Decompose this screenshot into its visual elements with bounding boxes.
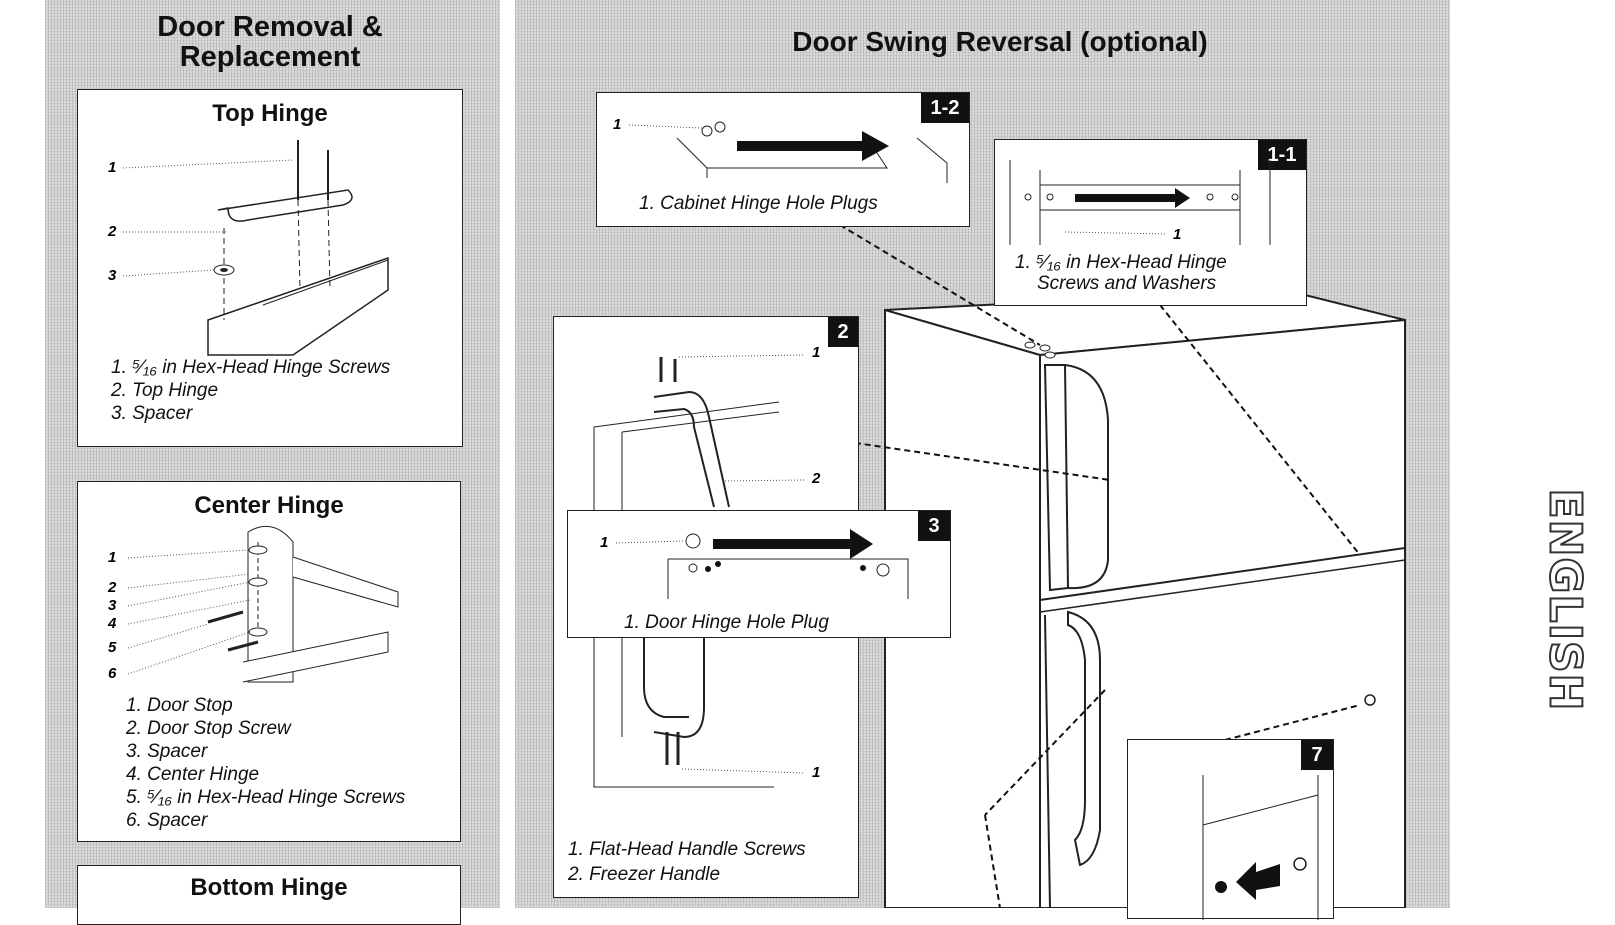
door-removal-title-line1: Door Removal & xyxy=(157,11,383,43)
step-2-badge: 2 xyxy=(828,317,858,347)
freezer-handle-callout-2: 2 xyxy=(811,470,821,487)
step-2-legend: 1. Flat-Head Handle Screws 2. Freezer Ha… xyxy=(568,837,806,887)
top-hinge-legend-item: 3. Spacer xyxy=(111,403,193,424)
top-hinge-callout-2: 2 xyxy=(107,223,117,240)
door-removal-title: Door Removal & Replacement xyxy=(95,12,445,72)
step-1-2-box: 1-2 1 1. Cabinet Hinge Hole Plugs xyxy=(596,92,970,227)
center-hinge-callout-4: 4 xyxy=(107,615,117,632)
center-hinge-legend: 1. Door Stop 2. Door Stop Screw 3. Space… xyxy=(126,694,405,832)
center-hinge-callout-1: 1 xyxy=(108,549,116,566)
step-2-legend-item: 2. Freezer Handle xyxy=(568,864,721,885)
top-hinge-legend-item: 1. ⁵⁄₁₆ in Hex-Head Hinge Screws xyxy=(111,357,391,378)
top-hinge-callout-3: 3 xyxy=(108,267,117,284)
top-hinge-box: Top Hinge 1 2 3 1. ⁵⁄₁₆ in Hex-Head Hing… xyxy=(77,89,463,447)
step-1-1-legend: 1. ⁵⁄₁₆ in Hex-Head Hinge Screws and Was… xyxy=(1015,252,1227,294)
top-hinge-illustration: 1 2 3 xyxy=(107,140,389,356)
step-7-box: 7 xyxy=(1127,739,1334,920)
bottom-hinge-title: Bottom Hinge xyxy=(190,874,348,901)
center-hinge-callout-6: 6 xyxy=(108,665,117,682)
freezer-handle-callout-1-bottom: 1 xyxy=(812,764,820,781)
door-plug-illustration: 1 xyxy=(600,529,909,599)
door-removal-title-line2: Replacement xyxy=(179,41,361,73)
step-1-1-box: 1-1 1 1. ⁵⁄₁₆ in Hex-Head Hinge Screws a… xyxy=(994,139,1307,306)
cabinet-plugs-illustration: 1 xyxy=(613,116,948,183)
step-2-legend-item: 1. Flat-Head Handle Screws xyxy=(568,839,806,860)
step-3-badge: 3 xyxy=(918,511,950,541)
center-hinge-box: Center Hinge 1 2 3 4 5 6 1. Door Stop 2.… xyxy=(77,481,461,842)
center-hinge-callout-3: 3 xyxy=(108,597,117,614)
language-side-tab-label: ENGLISH xyxy=(1539,488,1592,713)
door-plug-callout-1: 1 xyxy=(600,534,608,551)
top-hinge-title: Top Hinge xyxy=(212,100,328,127)
center-hinge-legend-item: 2. Door Stop Screw xyxy=(126,718,291,739)
center-hinge-legend-item: 5. ⁵⁄₁₆ in Hex-Head Hinge Screws xyxy=(126,787,406,808)
door-stop-illustration xyxy=(1202,775,1319,920)
step-1-2-legend: 1. Cabinet Hinge Hole Plugs xyxy=(639,193,878,214)
step-3-legend: 1. Door Hinge Hole Plug xyxy=(624,612,829,633)
center-hinge-legend-item: 4. Center Hinge xyxy=(126,764,260,785)
step-1-2-badge: 1-2 xyxy=(921,93,969,123)
top-hinge-legend: 1. ⁵⁄₁₆ in Hex-Head Hinge Screws 2. Top … xyxy=(111,356,390,425)
hinge-screws-callout-1: 1 xyxy=(1173,226,1181,243)
step-7-badge: 7 xyxy=(1301,740,1333,770)
freezer-handle-callout-1-top: 1 xyxy=(812,344,820,361)
center-hinge-legend-item: 6. Spacer xyxy=(126,810,208,831)
center-hinge-legend-item: 3. Spacer xyxy=(126,741,208,762)
language-side-tab: ENGLISH xyxy=(1539,445,1592,755)
center-hinge-illustration: 1 2 3 4 5 6 xyxy=(107,525,399,683)
center-hinge-title: Center Hinge xyxy=(194,492,344,519)
top-hinge-callout-1: 1 xyxy=(108,159,116,176)
door-swing-title: Door Swing Reversal (optional) xyxy=(792,26,1208,57)
center-hinge-callout-2: 2 xyxy=(107,579,117,596)
step-3-box: 3 1 1. Door Hinge Hole Plug xyxy=(567,510,951,638)
center-hinge-callout-5: 5 xyxy=(108,639,117,656)
step-1-1-legend-line: Screws and Washers xyxy=(1037,273,1217,294)
top-hinge-legend-item: 2. Top Hinge xyxy=(111,380,219,401)
center-hinge-legend-item: 1. Door Stop xyxy=(126,695,233,716)
step-1-1-badge: 1-1 xyxy=(1258,140,1306,170)
step-1-1-legend-line: 1. ⁵⁄₁₆ in Hex-Head Hinge xyxy=(1015,252,1227,273)
cabinet-plugs-callout-1: 1 xyxy=(613,116,621,133)
hinge-screws-illustration: 1 xyxy=(1009,160,1271,245)
